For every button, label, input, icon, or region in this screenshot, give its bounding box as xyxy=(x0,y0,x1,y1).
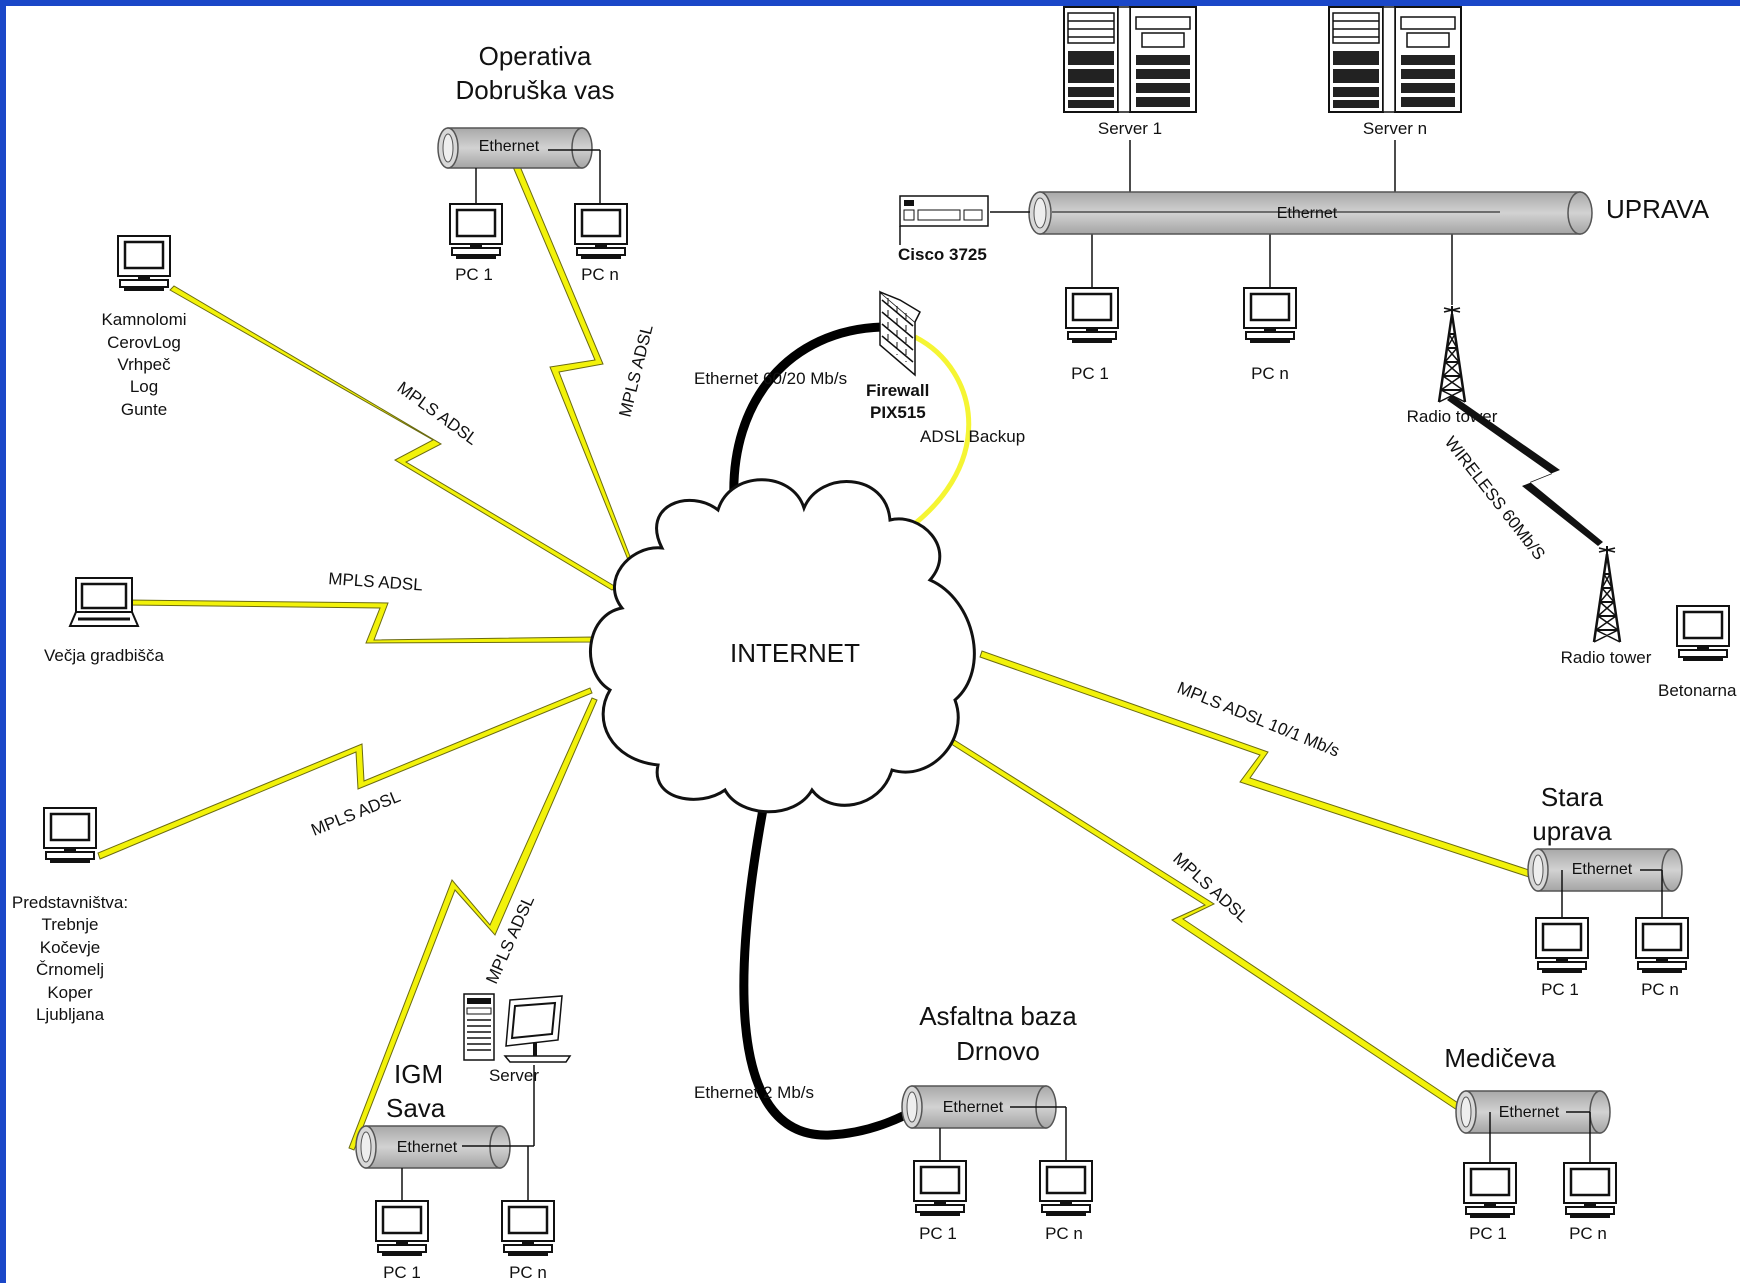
igm-ethernet-bus xyxy=(355,1125,511,1169)
stara-pc-1-label: PC 1 xyxy=(1541,980,1579,999)
betonarna-radio-tower-label: Radio tower xyxy=(1561,648,1652,667)
predstavnistva-line-6: Ljubljana xyxy=(36,1005,105,1024)
operativa-pc-1-label: PC 1 xyxy=(455,265,493,284)
kamnolomi-line-4: Log xyxy=(130,377,158,396)
operativa-pc-n-label: PC n xyxy=(581,265,619,284)
kamnolomi-line-1: Kamnolomi xyxy=(101,310,186,329)
igm-pc-1-label: PC 1 xyxy=(383,1263,421,1282)
medicev-ethernet-bus xyxy=(1455,1090,1611,1134)
kamnolomi-line-3: Vrhpeč xyxy=(117,355,171,374)
cable-uprava-main xyxy=(729,322,887,505)
operativa-ethernet-label: Ethernet xyxy=(479,138,540,155)
predstavnistva-line-1: Predstavništva: xyxy=(12,893,128,912)
kamnolomi-pc-icon[interactable] xyxy=(116,234,172,293)
stara-title-2: uprava xyxy=(1532,816,1612,846)
router-icon[interactable] xyxy=(899,195,989,227)
uprava-ethernet-label: Ethernet xyxy=(1277,205,1338,222)
asfaltna-title-1: Asfaltna baza xyxy=(919,1001,1077,1031)
asfaltna-pc-1-icon[interactable] xyxy=(912,1159,968,1218)
link-predstavnistva xyxy=(97,687,593,860)
asfaltna-pc-1-label: PC 1 xyxy=(919,1224,957,1243)
uprava-pc-1-icon[interactable] xyxy=(1064,286,1120,345)
stara-title-1: Stara xyxy=(1541,782,1604,812)
stara-pc-n-label: PC n xyxy=(1641,980,1679,999)
link-main-label: Ethernet 60/20 Mb/s xyxy=(694,369,847,388)
betonarna-label: Betonarna xyxy=(1658,681,1737,700)
server-1-icon[interactable] xyxy=(1063,6,1197,113)
igm-server-icon[interactable] xyxy=(463,993,572,1063)
igm-title-1: IGM xyxy=(394,1059,443,1089)
uprava-pc-1-label: PC 1 xyxy=(1071,364,1109,383)
server-1-label: Server 1 xyxy=(1098,119,1162,138)
operativa-pc-1-icon[interactable] xyxy=(448,202,504,261)
firewall-label-2: PIX515 xyxy=(870,403,926,422)
uprava-ethernet-bus xyxy=(1028,191,1593,235)
igm-ethernet-label: Ethernet xyxy=(397,1139,458,1156)
betonarna-site: Radio tower Betonarna xyxy=(1561,544,1737,700)
igm-server-label: Server xyxy=(489,1066,539,1085)
uprava-site-label: UPRAVA xyxy=(1606,194,1710,224)
firewall-icon[interactable] xyxy=(879,290,921,377)
medicev-pc-1-label: PC 1 xyxy=(1469,1224,1507,1243)
asfaltna-pc-n-label: PC n xyxy=(1045,1224,1083,1243)
cable-asfaltna xyxy=(739,778,920,1140)
betonarna-pc-icon[interactable] xyxy=(1675,604,1731,663)
medicev-pc-n-label: PC n xyxy=(1569,1224,1607,1243)
stara-pc-1-icon[interactable] xyxy=(1534,916,1590,975)
internet-cloud xyxy=(589,478,976,814)
uprava-pc-n-icon[interactable] xyxy=(1242,286,1298,345)
medicev-ethernet-label: Ethernet xyxy=(1499,1104,1560,1121)
asfaltna-site: Asfaltna baza Drnovo Ethernet PC 1 PC n … xyxy=(694,1001,1094,1243)
link-igm xyxy=(348,697,598,1151)
vecja-laptop-icon[interactable] xyxy=(68,576,140,628)
predstavnistva-pc-icon[interactable] xyxy=(42,806,98,865)
predstavnistva-line-4: Črnomelj xyxy=(36,960,104,979)
cable-adsl-backup xyxy=(893,334,972,541)
igm-pc-1-icon[interactable] xyxy=(374,1199,430,1258)
kamnolomi-line-2: CerovLog xyxy=(107,333,181,352)
stara-ethernet-label: Ethernet xyxy=(1572,861,1633,878)
asfaltna-link-label: Ethernet 2 Mb/s xyxy=(694,1083,814,1102)
medicev-title: Medičeva xyxy=(1444,1043,1556,1073)
asfaltna-title-2: Drnovo xyxy=(956,1036,1040,1066)
asfaltna-pc-n-icon[interactable] xyxy=(1038,1159,1094,1218)
server-n-icon[interactable] xyxy=(1328,6,1462,113)
link-backup-label: ADSL Backup xyxy=(920,427,1025,446)
vecja-label: Večja gradbišča xyxy=(44,646,165,665)
operativa-title-1: Operativa xyxy=(479,41,592,71)
internet-label: INTERNET xyxy=(730,638,860,668)
uprava-pc-n-label: PC n xyxy=(1251,364,1289,383)
kamnolomi-line-5: Gunte xyxy=(121,400,167,419)
igm-title-2: Sava xyxy=(386,1093,446,1123)
medicev-pc-1-icon[interactable] xyxy=(1462,1161,1518,1220)
server-n-label: Server n xyxy=(1363,119,1427,138)
asfaltna-ethernet-label: Ethernet xyxy=(943,1099,1004,1116)
router-label: Cisco 3725 xyxy=(898,245,987,264)
predstavnistva-line-5: Koper xyxy=(47,983,93,1002)
predstavnistva-line-2: Trebnje xyxy=(41,915,98,934)
link-wireless xyxy=(1447,395,1603,546)
uprava-radio-tower-label: Radio tower xyxy=(1407,407,1498,426)
igm-pc-n-label: PC n xyxy=(509,1263,547,1282)
predstavnistva-line-3: Kočevje xyxy=(40,938,100,957)
medicev-site: Medičeva Ethernet PC 1 PC n MPLS ADSL xyxy=(1169,849,1618,1243)
operativa-pc-n-icon[interactable] xyxy=(573,202,629,261)
operativa-title-2: Dobruška vas xyxy=(456,75,615,105)
firewall-label-1: Firewall xyxy=(866,381,929,400)
igm-pc-n-icon[interactable] xyxy=(500,1199,556,1258)
medicev-pc-n-icon[interactable] xyxy=(1562,1161,1618,1220)
operativa-ethernet-bus xyxy=(437,127,593,169)
stara-pc-n-icon[interactable] xyxy=(1634,916,1690,975)
